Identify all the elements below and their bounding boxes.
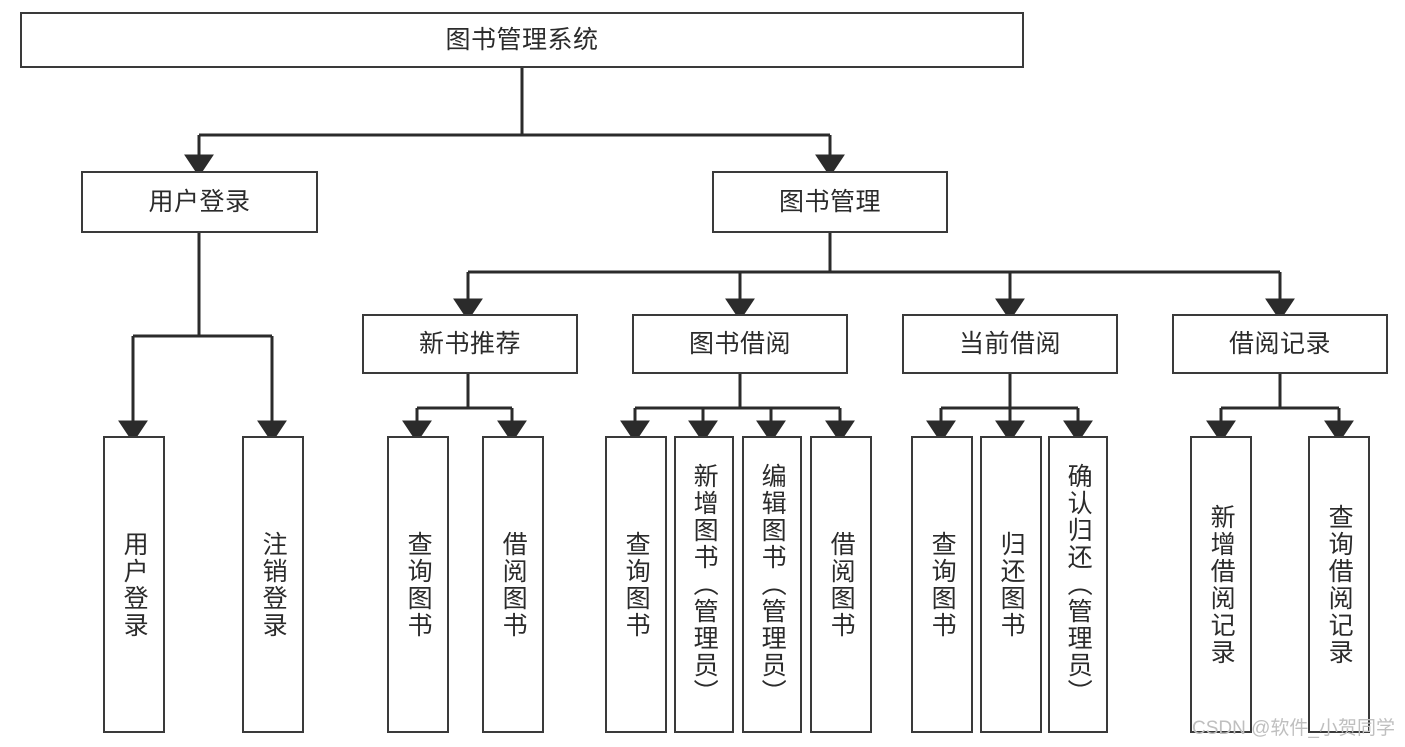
- node-leaf-query-book[interactable]: 查询图书: [605, 436, 667, 733]
- node-label: 借阅记录: [1228, 329, 1331, 358]
- node-label: 确认归还（管理员）: [1064, 463, 1093, 706]
- node-label: 查询借阅记录: [1325, 503, 1354, 666]
- node-leaf-query-book-recommend[interactable]: 查询图书: [387, 436, 449, 733]
- watermark-text: CSDN @软件_小贺同学: [1192, 718, 1395, 739]
- node-label: 借阅图书: [499, 530, 528, 639]
- node-label: 用户登录: [148, 187, 251, 216]
- node-user-login[interactable]: 用户登录: [81, 171, 318, 233]
- node-label: 新增图书（管理员）: [690, 463, 719, 706]
- node-label: 借阅图书: [827, 530, 856, 639]
- node-label: 图书管理: [778, 187, 881, 216]
- node-leaf-logout[interactable]: 注销登录: [242, 436, 304, 733]
- node-leaf-return-book[interactable]: 归还图书: [980, 436, 1042, 733]
- node-current-borrow[interactable]: 当前借阅: [902, 314, 1118, 374]
- node-label: 查询图书: [622, 530, 651, 639]
- node-label: 图书借阅: [688, 329, 791, 358]
- node-leaf-edit-book-admin[interactable]: 编辑图书（管理员）: [742, 436, 802, 733]
- node-leaf-borrow-book-recommend[interactable]: 借阅图书: [482, 436, 544, 733]
- node-leaf-query-book-current[interactable]: 查询图书: [911, 436, 973, 733]
- node-label: 新增借阅记录: [1207, 503, 1236, 666]
- node-book-borrow[interactable]: 图书借阅: [632, 314, 848, 374]
- node-label: 查询图书: [404, 530, 433, 639]
- node-label: 查询图书: [928, 530, 957, 639]
- node-leaf-borrow-book[interactable]: 借阅图书: [810, 436, 872, 733]
- node-label: 当前借阅: [958, 329, 1061, 358]
- node-label: 归还图书: [997, 530, 1026, 639]
- node-leaf-user-login[interactable]: 用户登录: [103, 436, 165, 733]
- node-label: 图书管理系统: [445, 25, 599, 54]
- node-borrow-record[interactable]: 借阅记录: [1172, 314, 1388, 374]
- node-root-book-management-system[interactable]: 图书管理系统: [20, 12, 1024, 68]
- node-leaf-query-borrow-record[interactable]: 查询借阅记录: [1308, 436, 1370, 733]
- node-new-book-recommend[interactable]: 新书推荐: [362, 314, 578, 374]
- node-leaf-add-book-admin[interactable]: 新增图书（管理员）: [674, 436, 734, 733]
- node-label: 用户登录: [120, 530, 149, 639]
- node-label: 注销登录: [259, 530, 288, 639]
- node-leaf-add-borrow-record[interactable]: 新增借阅记录: [1190, 436, 1252, 733]
- node-book-management[interactable]: 图书管理: [712, 171, 948, 233]
- node-label: 编辑图书（管理员）: [758, 463, 787, 706]
- node-label: 新书推荐: [418, 329, 521, 358]
- node-leaf-confirm-return-admin[interactable]: 确认归还（管理员）: [1048, 436, 1108, 733]
